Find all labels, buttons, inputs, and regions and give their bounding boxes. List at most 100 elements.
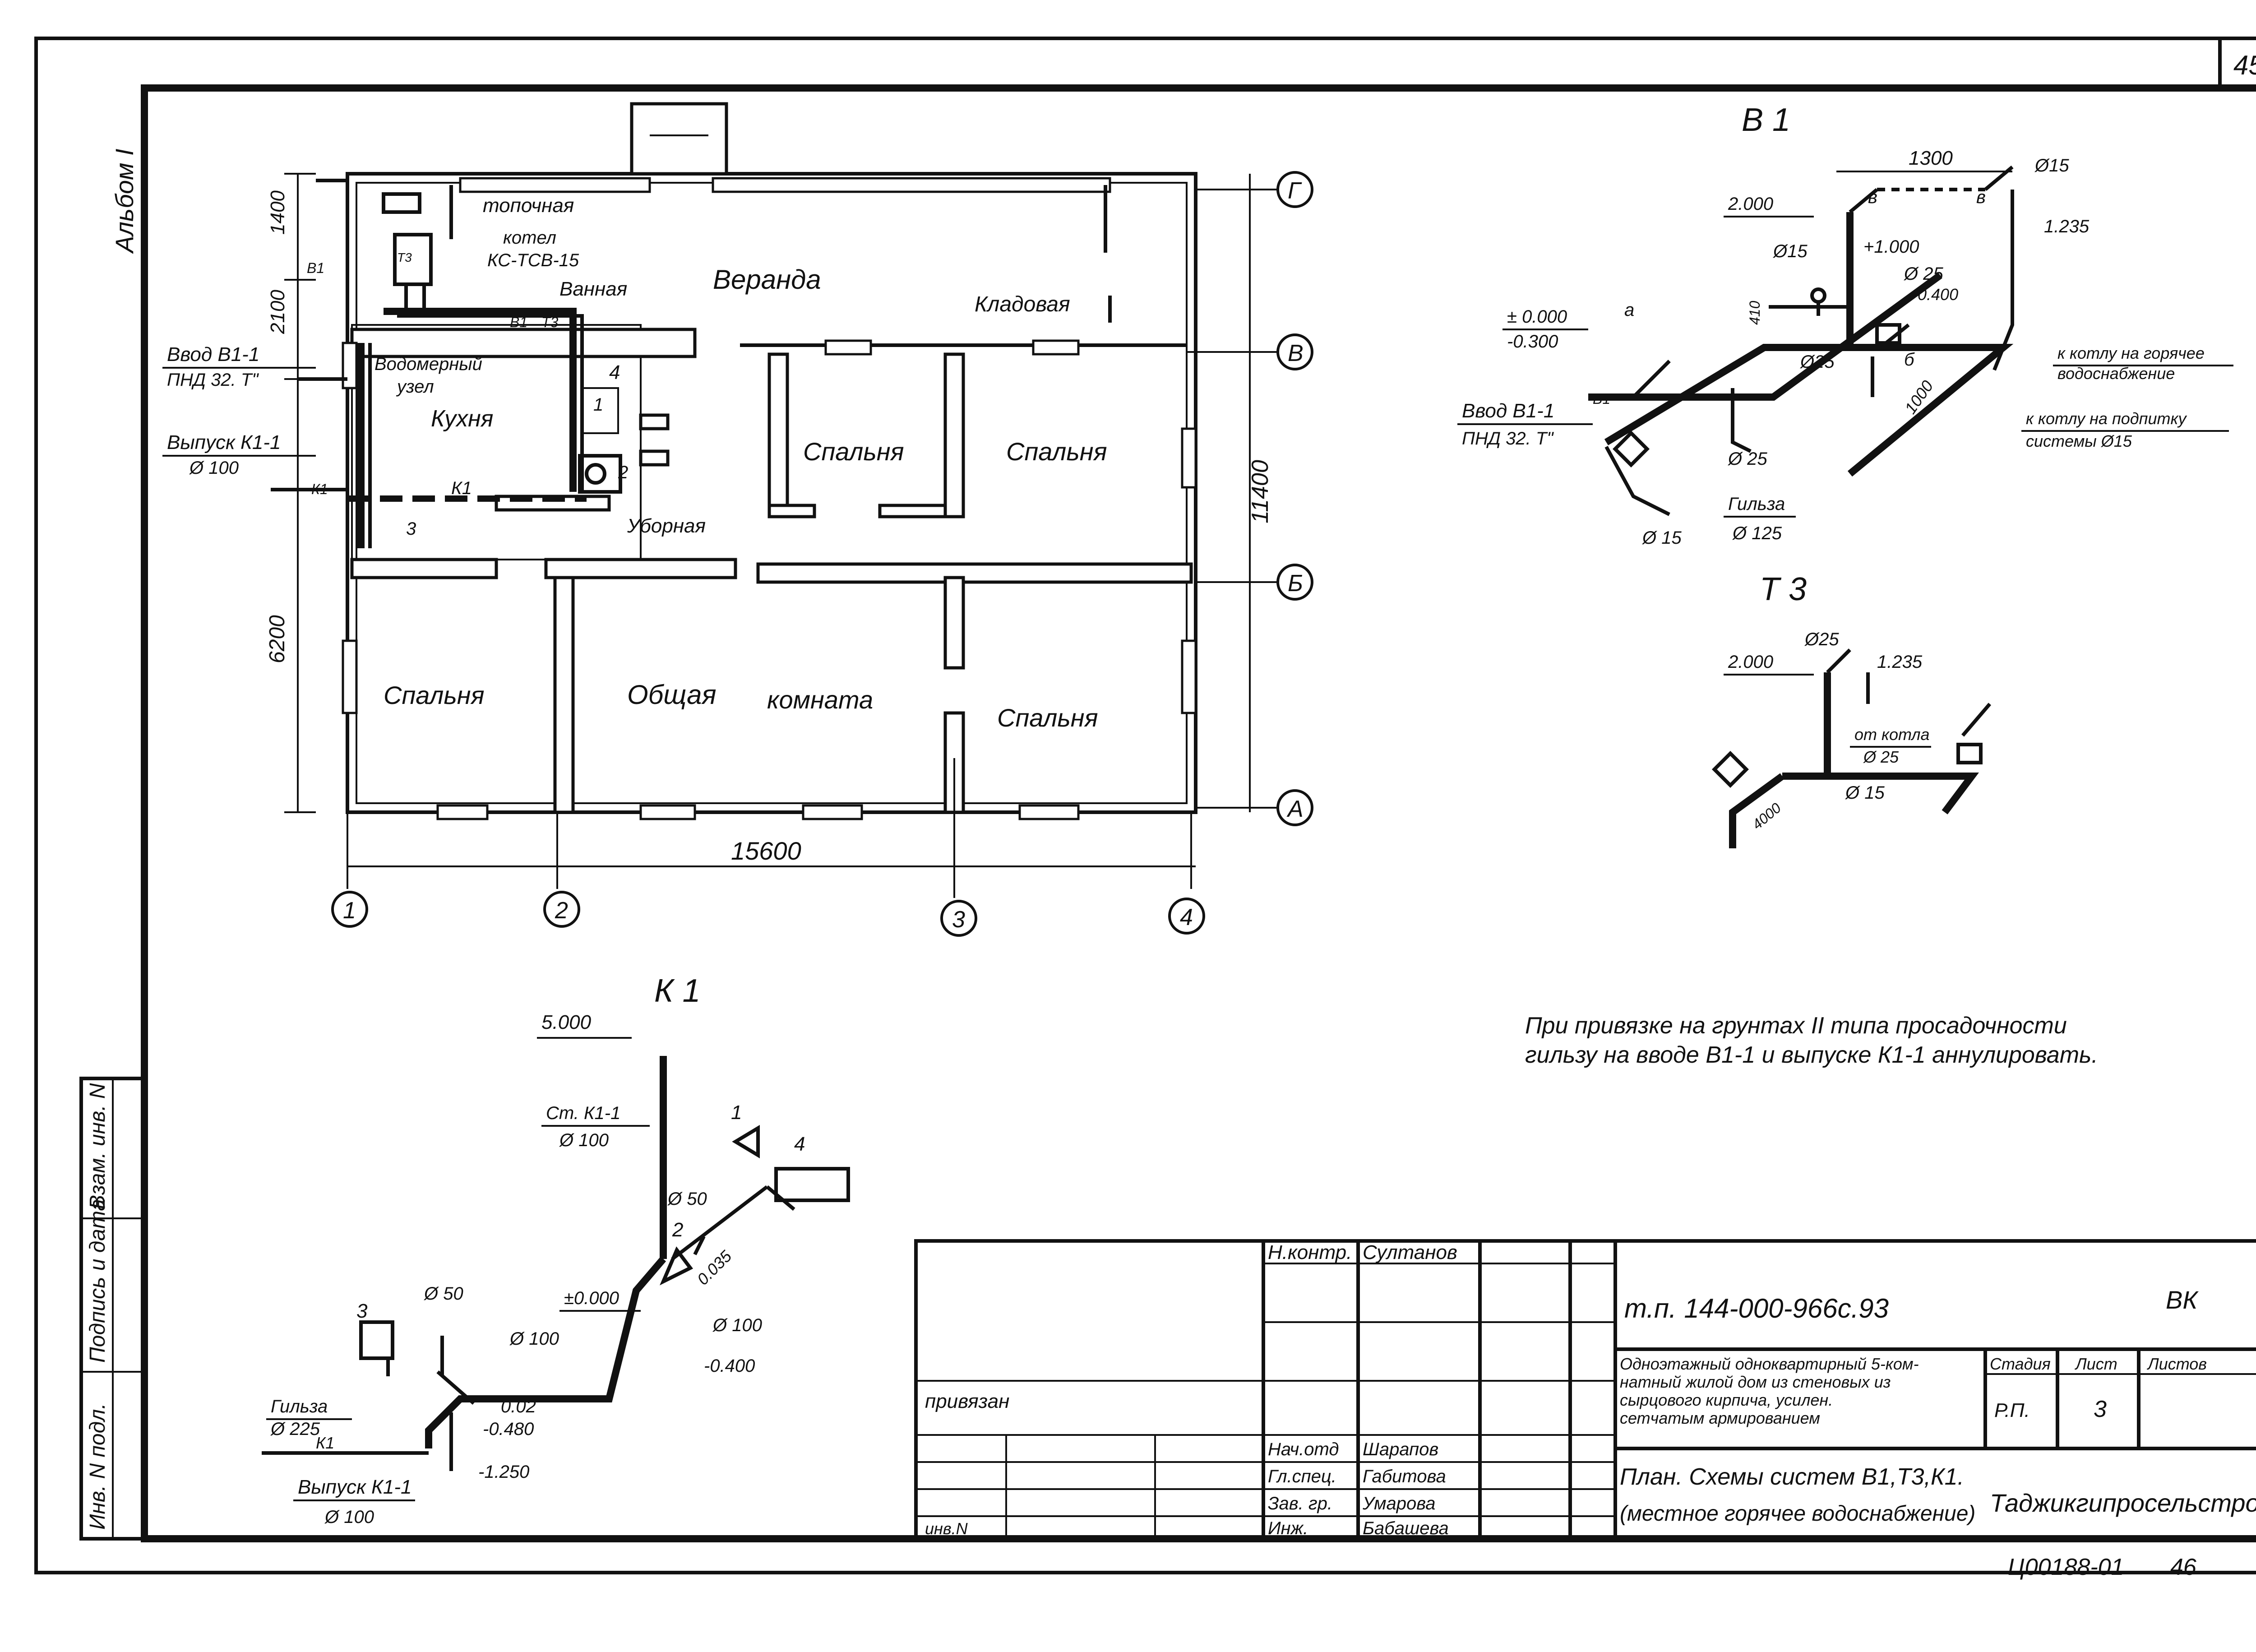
- tb-code-right: ВК: [2166, 1286, 2199, 1314]
- plan-fix-1: 1: [593, 395, 603, 415]
- k1-d50-top: Ø 50: [667, 1189, 707, 1209]
- b1-dim-1300: 1300: [1909, 147, 1953, 169]
- plan-vypusk: Выпуск К1-1: [167, 431, 281, 453]
- room-spalnya-3: Спальня: [384, 681, 485, 709]
- b1-pnd: ПНД 32. Т": [1462, 429, 1554, 449]
- plan-fix-3: 3: [406, 519, 416, 539]
- room-kuhnya: Кухня: [431, 406, 493, 432]
- tb-role-1: Нач.отд: [1268, 1439, 1339, 1459]
- scheme-b1: В 1 1300 Ø15 2.000 Ø15 +1.000 Ø 25 1.235…: [1457, 102, 2233, 548]
- k1-d100-r: Ø 100: [712, 1315, 762, 1335]
- plan-b1: В1: [307, 260, 324, 276]
- k1-st: Ст. К1-1: [546, 1103, 620, 1123]
- room-ubornaya: Уборная: [627, 515, 706, 537]
- tb-sheet-head: Лист: [2075, 1355, 2117, 1373]
- t3-2000: 2.000: [1728, 652, 1773, 672]
- tb-role-2: Гл.спец.: [1268, 1467, 1336, 1486]
- axis-a: А: [1286, 796, 1304, 822]
- k1-002: 0.02: [501, 1397, 536, 1416]
- album-label: Альбом I: [110, 148, 139, 254]
- note-line-1: При привязке на грунтах II типа просадоч…: [1525, 1013, 2067, 1039]
- tb-role-4: Инж.: [1268, 1518, 1308, 1538]
- b1-1235: 1.235: [2044, 217, 2090, 236]
- tb-role-3: Зав. гр.: [1268, 1494, 1332, 1513]
- plan-pnd: ПНД 32. Т": [167, 370, 259, 390]
- b1-d25-low: Ø 25: [1727, 449, 1767, 469]
- axis-v: В: [1288, 340, 1304, 366]
- dim-6200: 6200: [265, 615, 289, 663]
- k1-fix-3: 3: [356, 1300, 368, 1322]
- tb-name-3: Умарова: [1362, 1494, 1436, 1513]
- room-vannaya: Ванная: [559, 278, 627, 300]
- tb-desc-2: сырцового кирпича, усилен.: [1620, 1391, 1833, 1409]
- title-block: Н.контр. Султанов Нач.отд Шарапов Гл.спе…: [914, 1239, 2256, 1541]
- b1-v-left: в: [1868, 187, 1877, 207]
- b1-d15-low: Ø 15: [1641, 528, 1682, 548]
- t3-d25: Ø 25: [1863, 748, 1899, 766]
- t3-4000: 4000: [1749, 800, 1784, 833]
- tb-desc-1: натный жилой дом из стеновых из: [1620, 1373, 1891, 1391]
- b1-d125: Ø 125: [1732, 523, 1782, 543]
- b1-d25-mid: Ø25: [1799, 352, 1835, 372]
- t3-title: Т 3: [1760, 571, 1807, 607]
- b1-hot-1: к котлу на горячее: [2057, 344, 2205, 362]
- room-obshaya: Общая: [627, 680, 717, 710]
- scheme-t3: Т 3 2.000 Ø25 1.235 от котла Ø 25 Ø 15 4…: [1711, 571, 1992, 848]
- plan-vvod: Ввод В1-1: [167, 343, 259, 366]
- room-kotel-model: КС-ТСВ-15: [487, 250, 579, 270]
- axis-1: 1: [343, 898, 356, 924]
- t3-ot-kotla: от котла: [1854, 725, 1930, 744]
- tb-doc-code: т.п. 144-000-966с.93: [1624, 1293, 1889, 1323]
- b1-v-right: в: [1976, 187, 1986, 207]
- tb-desc-0: Одноэтажный одноквартирный 5-ком-: [1620, 1355, 1919, 1373]
- b1-title: В 1: [1742, 102, 1790, 138]
- tb-name-1: Шарапов: [1363, 1439, 1438, 1459]
- axis-4: 4: [1180, 904, 1193, 930]
- b1-410: 410: [1747, 301, 1763, 325]
- tb-sheet-title-1: (местное горячее водоснабжение): [1620, 1502, 1975, 1526]
- b1-hot-2: водоснабжение: [2057, 364, 2175, 383]
- room-uzel: узел: [396, 377, 434, 397]
- k1-gilza: Гильза: [271, 1397, 328, 1416]
- room-vodomerny: Водомерный: [374, 354, 482, 374]
- axis-2: 2: [555, 898, 568, 924]
- k1-m0400: -0.400: [704, 1356, 755, 1376]
- stamp-inv: Инв. N подл.: [86, 1403, 110, 1530]
- k1-0035: 0.035: [693, 1246, 735, 1288]
- b1-d25-top: Ø 25: [1903, 264, 1943, 284]
- side-stamp: Инв. N подл. Подпись и дата Взам. инв. N: [79, 1077, 146, 1541]
- bottom-num: 46: [2170, 1554, 2196, 1580]
- plan-fix-4: 4: [609, 361, 620, 384]
- k1-d50-left: Ø 50: [423, 1284, 463, 1304]
- k1-pm0000: ±0.000: [564, 1288, 619, 1308]
- b1-vvod: Ввод В1-1: [1462, 400, 1554, 422]
- tb-stage-head: Стадия: [1990, 1355, 2051, 1373]
- scheme-k1: К 1 5.000 Ст. К1-1 Ø 100 1 4 Ø 50 2 0.03…: [262, 973, 850, 1527]
- plan-k1-b: К1: [451, 478, 472, 498]
- tb-sheet: 3: [2094, 1396, 2107, 1422]
- tb-name-0: Султанов: [1363, 1241, 1457, 1263]
- stamp-replace: Взам. инв. N: [86, 1083, 110, 1209]
- k1-d100-mid: Ø 100: [509, 1329, 559, 1349]
- k1-k1: К1: [316, 1434, 334, 1452]
- tb-sheets-head: Листов: [2147, 1355, 2207, 1373]
- plan-t3-b: Т3: [541, 314, 559, 330]
- b1-feed-1: к котлу на подпитку: [2026, 409, 2187, 428]
- plan-fix-2: 2: [618, 463, 628, 482]
- dim-15600: 15600: [731, 837, 801, 865]
- note-line-2: гильзу на вводе В1-1 и выпуске К1-1 анну…: [1525, 1042, 2098, 1068]
- plan-t3: Т3: [397, 250, 412, 264]
- b1-m0300: -0.300: [1507, 332, 1558, 352]
- plan-k1-a: К1: [311, 481, 328, 497]
- plan-vypusk-d: Ø 100: [189, 458, 239, 478]
- k1-m1250: -1.250: [478, 1462, 529, 1482]
- b1-plus1000: +1.000: [1863, 237, 1919, 257]
- room-veranda: Веранда: [713, 264, 821, 295]
- k1-title: К 1: [654, 973, 700, 1009]
- floor-plan: 1400 2100 6200 11400 15600 Г В Б А 1 2 3…: [162, 102, 1313, 937]
- bottom-code: Ц00188-01: [2008, 1554, 2124, 1580]
- room-spalnya-2: Спальня: [1006, 437, 1107, 466]
- tb-org: Таджикгипросельстрой: [1990, 1489, 2256, 1517]
- tb-sheet-title-0: План. Схемы систем В1,Т3,К1.: [1620, 1464, 1964, 1490]
